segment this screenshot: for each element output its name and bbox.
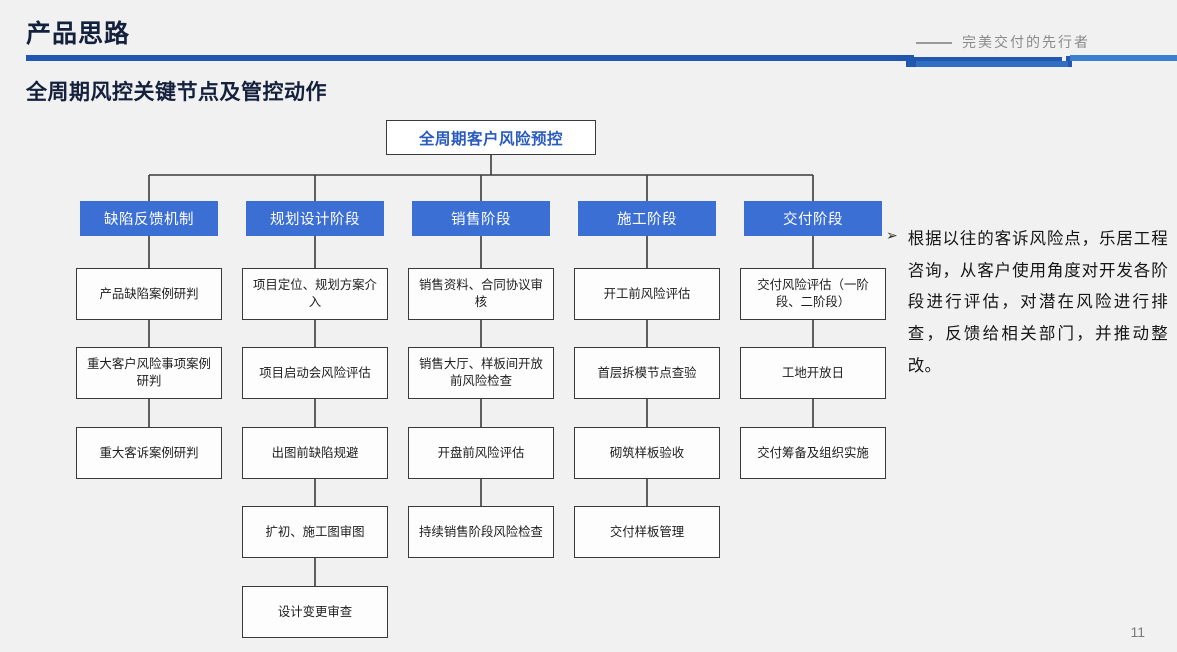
- node-c4-r2[interactable]: 首层拆模节点查验: [574, 347, 720, 399]
- node-c3-r2[interactable]: 销售大厅、样板间开放前风险检查: [408, 347, 554, 399]
- node-c1-r2[interactable]: 重大客户风险事项案例研判: [76, 347, 222, 399]
- side-note-text: 根据以往的客诉风险点，乐居工程咨询，从客户使用角度对开发各阶段进行评估，对潜在风…: [907, 230, 1168, 375]
- node-c4-r1[interactable]: 开工前风险评估: [574, 268, 720, 320]
- node-c1-r1[interactable]: 产品缺陷案例研判: [76, 268, 222, 320]
- node-c4-r4[interactable]: 交付样板管理: [574, 506, 720, 558]
- node-c2-r2[interactable]: 项目启动会风险评估: [242, 347, 388, 399]
- node-c3-r4[interactable]: 持续销售阶段风险检查: [408, 506, 554, 558]
- node-c2-r5[interactable]: 设计变更审查: [242, 586, 388, 638]
- node-c5-r3[interactable]: 交付筹备及组织实施: [740, 427, 886, 479]
- column-head-sales[interactable]: 销售阶段: [412, 201, 550, 236]
- node-c2-r3[interactable]: 出图前缺陷规避: [242, 427, 388, 479]
- tagline-text: 完美交付的先行者: [962, 34, 1090, 50]
- column-head-construction[interactable]: 施工阶段: [578, 201, 716, 236]
- column-head-delivery[interactable]: 交付阶段: [744, 201, 882, 236]
- page-title: 产品思路: [26, 20, 131, 48]
- column-head-defect-feedback[interactable]: 缺陷反馈机制: [80, 201, 218, 236]
- tagline-dash-icon: [916, 42, 952, 44]
- side-note: ➢ 根据以往的客诉风险点，乐居工程咨询，从客户使用角度对开发各阶段进行评估，对潜…: [886, 224, 1168, 382]
- node-c1-r3[interactable]: 重大客诉案例研判: [76, 427, 222, 479]
- header-divider-rule: [26, 54, 1177, 70]
- node-c3-r3[interactable]: 开盘前风险评估: [408, 427, 554, 479]
- node-c5-r1[interactable]: 交付风险评估（一阶段、二阶段）: [740, 268, 886, 320]
- node-c5-r2[interactable]: 工地开放日: [740, 347, 886, 399]
- column-head-planning-design[interactable]: 规划设计阶段: [246, 201, 384, 236]
- node-c4-r3[interactable]: 砌筑样板验收: [574, 427, 720, 479]
- root-node[interactable]: 全周期客户风险预控: [386, 120, 596, 155]
- page-number: 11: [1130, 624, 1145, 640]
- node-c2-r4[interactable]: 扩初、施工图审图: [242, 506, 388, 558]
- node-c3-r1[interactable]: 销售资料、合同协议审核: [408, 268, 554, 320]
- node-c2-r1[interactable]: 项目定位、规划方案介入: [242, 268, 388, 320]
- bullet-arrow-icon: ➢: [886, 227, 898, 243]
- section-heading: 全周期风控关键节点及管控动作: [26, 81, 327, 104]
